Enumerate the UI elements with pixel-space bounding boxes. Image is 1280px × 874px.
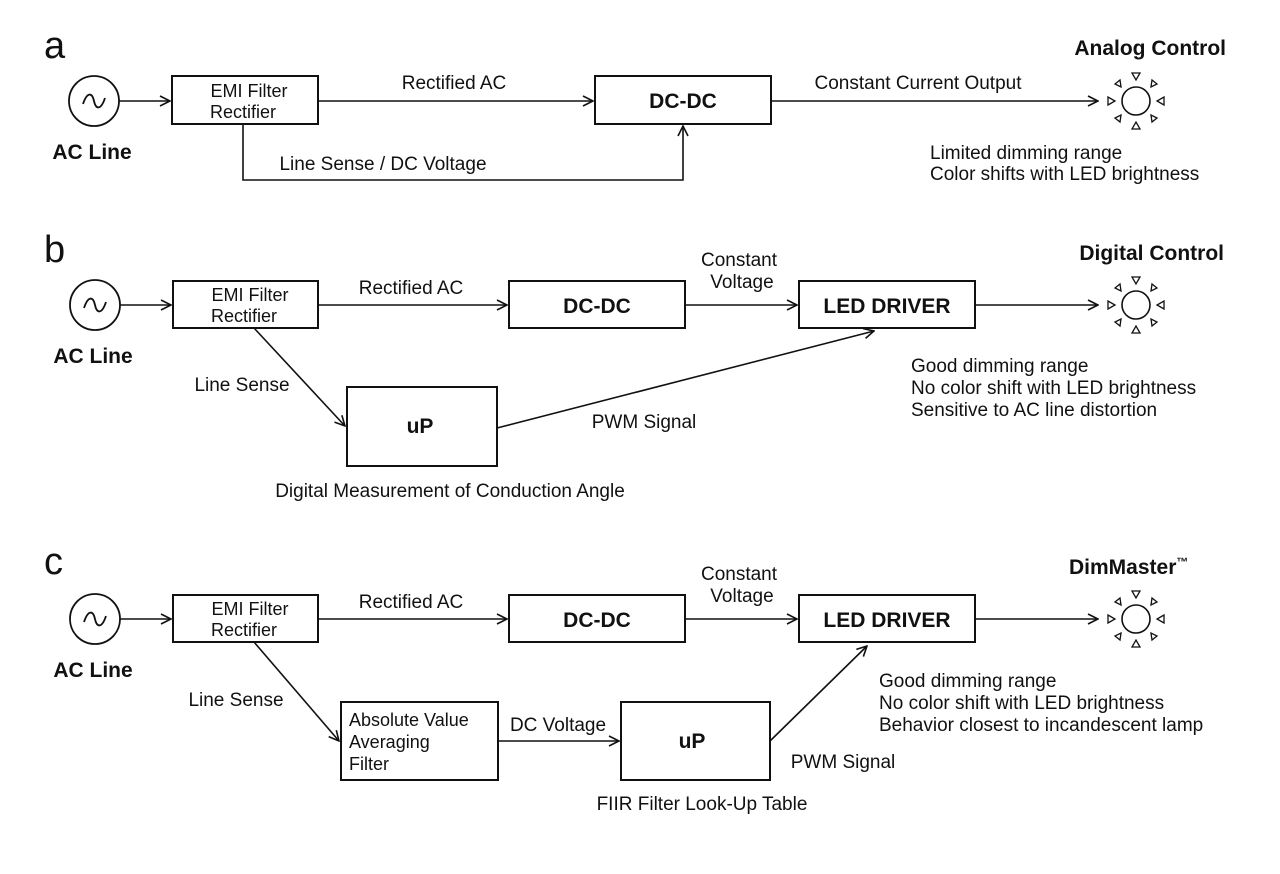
constant-voltage-label-1: Constant — [701, 250, 778, 271]
note-b-1: Good dimming range — [911, 356, 1088, 377]
emi-box-line1: EMI Filter — [210, 81, 287, 101]
led-driver-box — [798, 594, 976, 643]
panel-b-title: Digital Control — [1079, 242, 1224, 265]
arrow-up-to-driver-pwm — [769, 646, 867, 742]
dcdc-box — [594, 75, 772, 125]
led-lamp-icon — [1107, 276, 1165, 334]
microprocessor-box — [620, 701, 771, 781]
note-b-3: Sensitive to AC line distortion — [911, 400, 1157, 421]
panel-a: a Analog Control AC Line EMI Filter Rect… — [44, 25, 1226, 185]
line-sense-dc-voltage-label: Line Sense / DC Voltage — [279, 154, 486, 175]
trademark-mark: ™ — [1176, 555, 1188, 569]
dc-voltage-label: DC Voltage — [510, 715, 606, 736]
panel-a-title: Analog Control — [1074, 37, 1226, 60]
filter-box-line1: Absolute Value — [349, 710, 469, 730]
panel-c-title-text: DimMaster — [1069, 556, 1176, 579]
dcdc-box — [508, 280, 686, 329]
led-lamp-icon — [1107, 590, 1165, 648]
panel-c: c DimMaster™ AC Line EMI Filter Rectifie… — [44, 541, 1203, 815]
led-lamp-icon — [1107, 72, 1165, 130]
led-driver-box — [798, 280, 976, 329]
up-label: uP — [679, 730, 706, 753]
note-b-2: No color shift with LED brightness — [911, 378, 1196, 399]
ac-line-label: AC Line — [52, 141, 131, 164]
emi-filter-rectifier-box — [172, 280, 319, 329]
dcdc-label: DC-DC — [649, 90, 717, 113]
panel-c-letter: c — [44, 541, 63, 583]
note-c-2: No color shift with LED brightness — [879, 693, 1164, 714]
filter-box-line3: Filter — [349, 754, 389, 774]
led-driver-label: LED DRIVER — [823, 609, 950, 632]
ac-source-icon — [68, 75, 120, 127]
ac-line-label: AC Line — [53, 345, 132, 368]
ac-line-label: AC Line — [53, 659, 132, 682]
measurement-caption: Digital Measurement of Conduction Angle — [275, 481, 625, 502]
rectified-ac-label: Rectified AC — [359, 278, 464, 299]
panel-b-letter: b — [44, 229, 65, 271]
emi-box-line2: Rectifier — [211, 620, 277, 640]
emi-box-line1: EMI Filter — [211, 285, 288, 305]
panel-c-title: DimMaster™ — [1069, 555, 1188, 579]
panel-b: b Digital Control AC Line EMI Filter Rec… — [44, 229, 1224, 502]
ac-source-icon — [69, 279, 121, 331]
line-sense-label: Line Sense — [188, 690, 283, 711]
arrow-up-to-driver-pwm — [496, 331, 874, 429]
panel-a-letter: a — [44, 25, 66, 67]
microprocessor-box — [346, 386, 498, 467]
note-a-2: Color shifts with LED brightness — [930, 164, 1199, 185]
pwm-signal-label: PWM Signal — [592, 412, 697, 433]
rectified-ac-label: Rectified AC — [402, 73, 507, 94]
note-c-3: Behavior closest to incandescent lamp — [879, 715, 1203, 736]
arrow-line-sense-to-up — [253, 327, 345, 426]
constant-voltage-label-1: Constant — [701, 564, 778, 585]
emi-filter-rectifier-box — [172, 594, 319, 643]
line-sense-feedback-path — [242, 124, 683, 181]
note-c-1: Good dimming range — [879, 671, 1056, 692]
constant-voltage-label-2: Voltage — [710, 272, 773, 293]
ac-source-icon — [69, 593, 121, 645]
dcdc-label: DC-DC — [563, 609, 631, 632]
emi-box-line1: EMI Filter — [211, 599, 288, 619]
note-a-1: Limited dimming range — [930, 143, 1122, 164]
arrow-line-sense-to-filter — [253, 641, 339, 741]
pwm-signal-label: PWM Signal — [791, 752, 896, 773]
lookup-table-caption: FIIR Filter Look-Up Table — [597, 794, 808, 815]
constant-current-label: Constant Current Output — [815, 73, 1023, 94]
emi-filter-rectifier-box — [171, 75, 319, 125]
filter-box-line2: Averaging — [349, 732, 430, 752]
up-label: uP — [407, 415, 434, 438]
constant-voltage-label-2: Voltage — [710, 586, 773, 607]
rectified-ac-label: Rectified AC — [359, 592, 464, 613]
led-driver-label: LED DRIVER — [823, 295, 950, 318]
emi-box-line2: Rectifier — [210, 102, 276, 122]
dcdc-label: DC-DC — [563, 295, 631, 318]
emi-box-line2: Rectifier — [211, 306, 277, 326]
line-sense-label: Line Sense — [194, 375, 289, 396]
